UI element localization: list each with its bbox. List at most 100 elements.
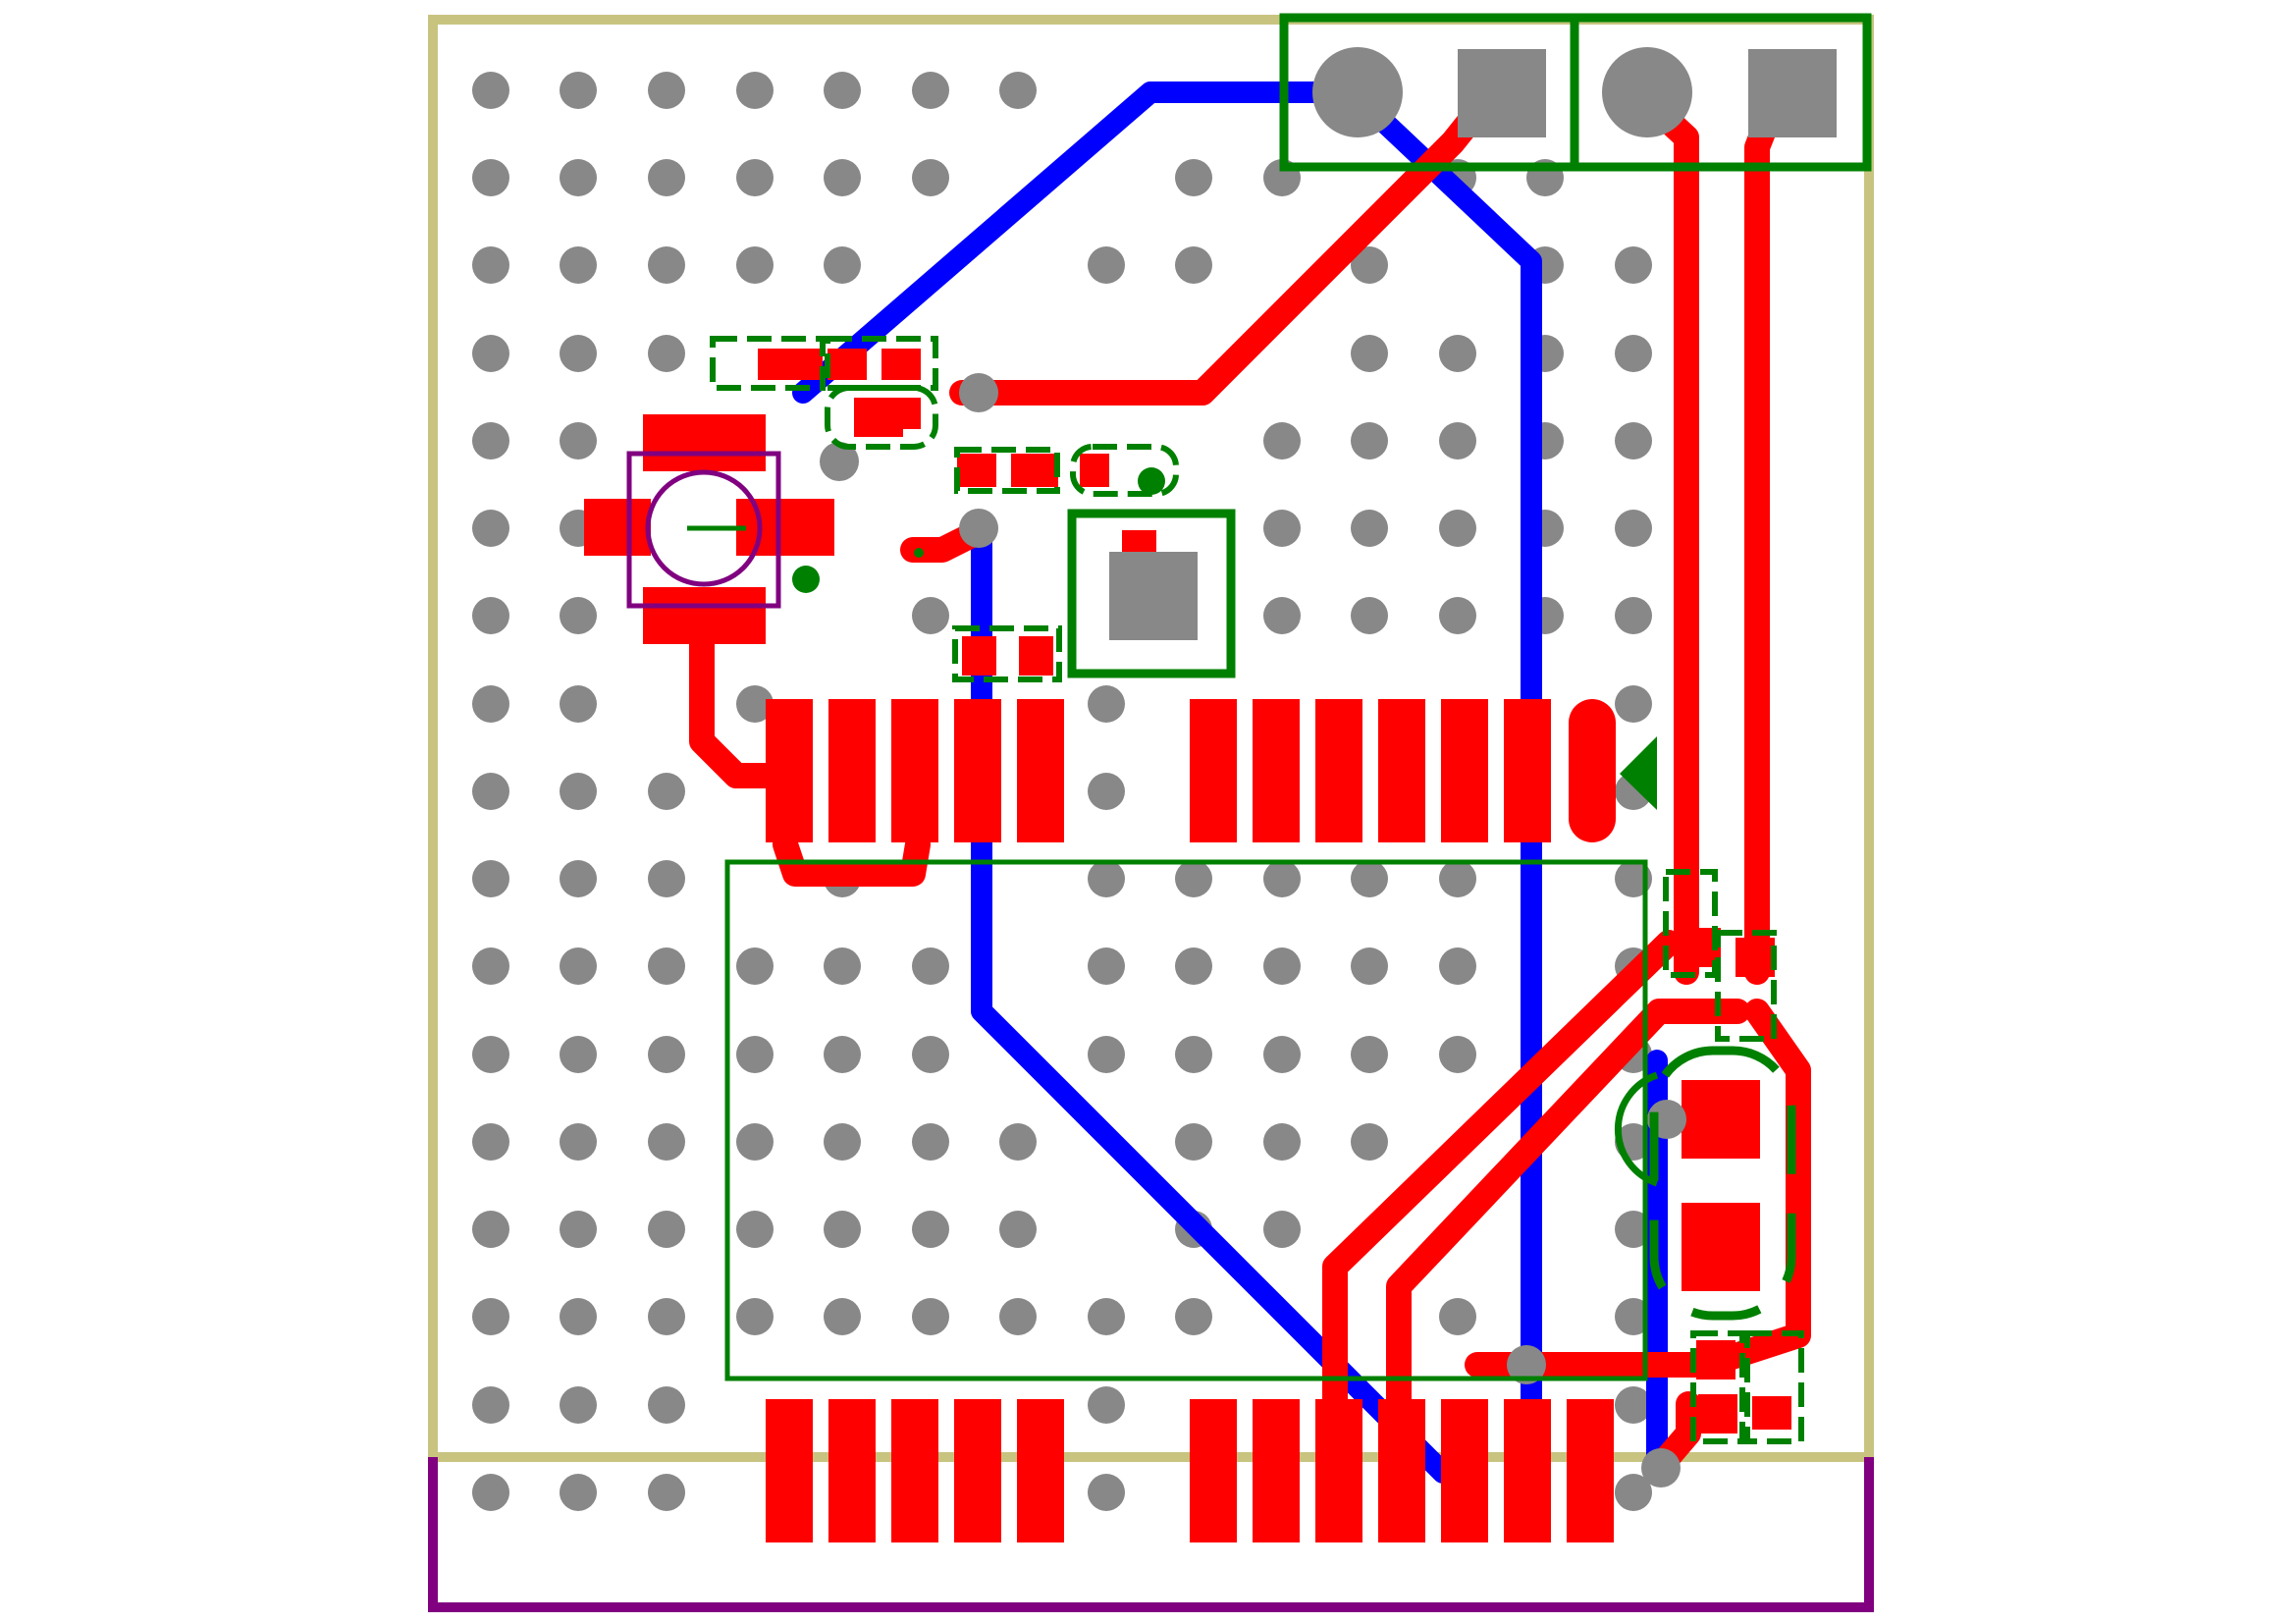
drill-hole <box>1263 947 1301 985</box>
drill-hole <box>1263 1036 1301 1073</box>
ic-pad-top-rounded <box>1569 699 1616 842</box>
trace-diag-left <box>1322 930 1682 1476</box>
ic-pad-bottom <box>766 1399 813 1542</box>
trace-right-vertical-b <box>1744 85 1789 985</box>
drill-hole <box>472 422 509 460</box>
drill-hole <box>560 159 597 196</box>
drill-hole <box>1088 685 1125 723</box>
drill-hole <box>1439 597 1476 634</box>
smd-pad <box>962 636 996 676</box>
ic-pad-top <box>766 699 813 842</box>
drill-hole <box>912 1298 949 1335</box>
smd-outline-1 <box>710 336 826 391</box>
smd-outline-2 <box>825 336 938 391</box>
smd-outline-4 <box>954 447 1060 494</box>
drill-hole <box>560 1123 597 1161</box>
drill-hole <box>560 1298 597 1335</box>
drill-hole <box>1351 597 1388 634</box>
via <box>959 509 998 548</box>
drill-hole <box>824 1211 861 1248</box>
drill-hole <box>1088 773 1125 810</box>
drill-hole <box>999 72 1037 109</box>
drill-hole <box>648 1036 685 1073</box>
trace-left-loop <box>689 625 798 788</box>
drill-hole <box>560 422 597 460</box>
drill-hole <box>824 159 861 196</box>
crystal-courtyard <box>626 451 781 609</box>
drill-hole <box>1615 422 1652 460</box>
drill-hole <box>1351 947 1388 985</box>
drill-hole <box>648 72 685 109</box>
drill-hole <box>560 335 597 372</box>
drill-hole <box>648 1123 685 1161</box>
smd-pad <box>1735 938 1775 977</box>
drill-hole <box>1175 246 1212 284</box>
drill-hole <box>736 246 774 284</box>
smd-outline-10 <box>1744 1330 1804 1444</box>
drill-hole <box>648 773 685 810</box>
drill-hole <box>1175 1298 1212 1335</box>
drill-hole <box>1175 159 1212 196</box>
crystal-pad-bottom <box>643 587 766 644</box>
ic-pad-bottom <box>891 1399 938 1542</box>
silkscreen-layer <box>687 13 1872 1444</box>
drill-hole <box>1615 1474 1652 1511</box>
ic-pad-bottom <box>828 1399 876 1542</box>
capacitor-pad-positive <box>1682 1080 1760 1159</box>
drill-hole <box>1439 335 1476 372</box>
drill-hole <box>1263 510 1301 547</box>
header-pad-round <box>1602 47 1692 137</box>
drill-hole <box>736 1211 774 1248</box>
ic-pad-top <box>891 699 938 842</box>
drill-hole <box>824 1036 861 1073</box>
regulator-outline <box>1067 509 1236 678</box>
drill-hole <box>1439 510 1476 547</box>
drill-hole <box>648 1211 685 1248</box>
drill-hole <box>1351 1036 1388 1073</box>
silk-dot-2 <box>1138 467 1165 495</box>
drill-hole <box>560 1386 597 1424</box>
drill-hole <box>1351 860 1388 897</box>
smd-pad <box>881 349 921 380</box>
drill-hole <box>560 597 597 634</box>
drill-hole <box>1351 246 1388 284</box>
drill-hole <box>912 1211 949 1248</box>
drill-hole <box>1088 1036 1125 1073</box>
smd-pad <box>881 398 921 429</box>
drill-hole <box>560 773 597 810</box>
ic-pad-top <box>1441 699 1488 842</box>
trace-connector-1 <box>949 105 1485 406</box>
via <box>1507 1345 1546 1384</box>
drill-hole <box>824 1298 861 1335</box>
trace-diag-right <box>1386 999 1750 1476</box>
drill-hole <box>1439 1036 1476 1073</box>
drill-hole <box>560 1036 597 1073</box>
drill-hole <box>1351 422 1388 460</box>
silk-dot-3 <box>914 548 924 558</box>
drill-hole <box>472 597 509 634</box>
drill-hole <box>1263 1211 1301 1248</box>
drill-hole <box>912 597 949 634</box>
drill-hole <box>912 1123 949 1161</box>
drill-hole <box>824 947 861 985</box>
smd-pad <box>783 349 823 380</box>
drill-hole <box>472 159 509 196</box>
drill-hole <box>736 1036 774 1073</box>
smd-outline-8 <box>1715 930 1777 1042</box>
silk-dot-1 <box>792 566 820 593</box>
drill-hole <box>560 72 597 109</box>
drill-hole <box>824 246 861 284</box>
smd-pad <box>957 454 996 487</box>
drill-hole <box>648 1474 685 1511</box>
smd-pad <box>1011 454 1058 487</box>
ic-pad-top <box>1504 699 1551 842</box>
ic-pad-top <box>1190 699 1237 842</box>
drill-hole <box>648 860 685 897</box>
header-pad-square <box>1748 49 1837 137</box>
drill-hole <box>1175 1123 1212 1161</box>
crystal-pad-left <box>584 499 651 556</box>
smd-pad <box>1698 1394 1737 1434</box>
drill-hole <box>736 1298 774 1335</box>
drill-hole <box>1439 860 1476 897</box>
capacitor-arc <box>1614 1071 1659 1187</box>
